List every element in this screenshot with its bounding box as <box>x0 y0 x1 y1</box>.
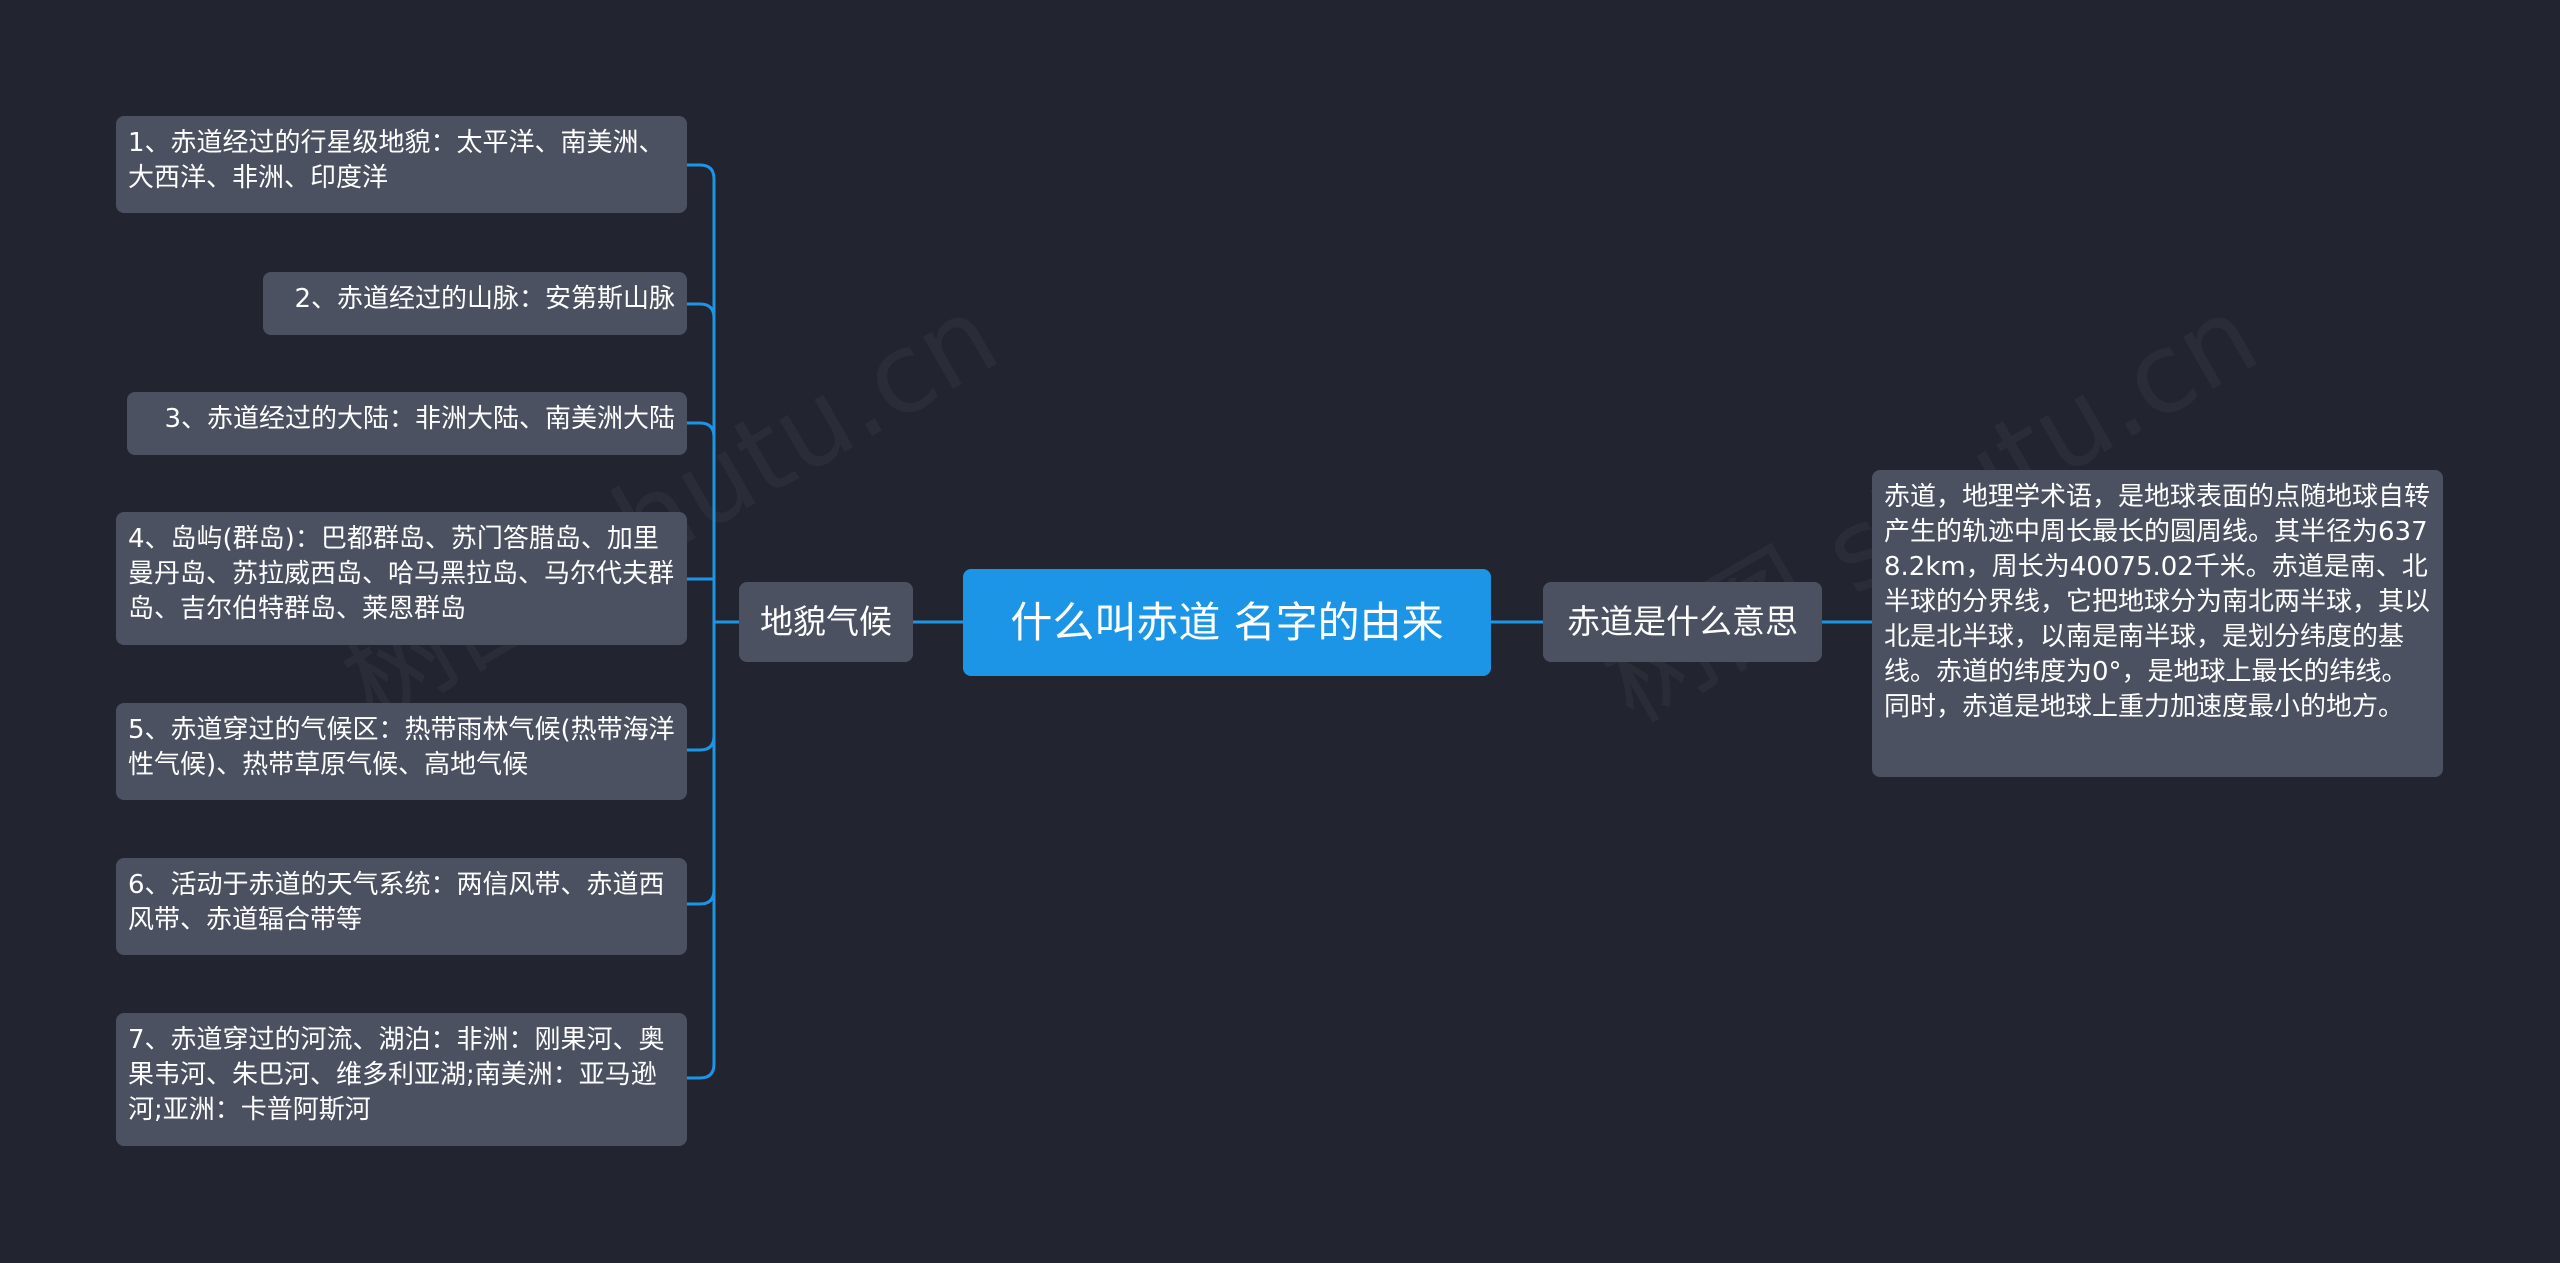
leaf-topic-text: 3、赤道经过的大陆：非洲大陆、南美洲大陆 <box>164 404 675 434</box>
left-leaf-connector <box>687 1063 716 1080</box>
left-leaf-connector <box>687 735 716 752</box>
leaf-topic-text: 4、岛屿(群岛)：巴都群岛、苏门答腊岛、加里曼丹岛、苏拉威西岛、哈马黑拉岛、马尔… <box>128 524 675 624</box>
leaf-topic-text: 赤道，地理学术语，是地球表面的点随地球自转产生的轨迹中周长最长的圆周线。其半径为… <box>1884 482 2431 722</box>
root-topic-label: 什么叫赤道 名字的由来 <box>1010 597 1444 647</box>
leaf-topic[interactable]: 4、岛屿(群岛)：巴都群岛、苏门答腊岛、加里曼丹岛、苏拉威西岛、哈马黑拉岛、马尔… <box>116 512 687 645</box>
leaf-topic[interactable]: 6、活动于赤道的天气系统：两信风带、赤道西风带、赤道辐合带等 <box>116 858 687 955</box>
left-leaf-connector <box>687 421 716 438</box>
branch-topic-landform-climate[interactable]: 地貌气候 <box>739 582 913 662</box>
leaf-topic[interactable]: 5、赤道穿过的气候区：热带雨林气候(热带海洋性气候)、热带草原气候、高地气候 <box>116 703 687 800</box>
leaf-topic-text: 6、活动于赤道的天气系统：两信风带、赤道西风带、赤道辐合带等 <box>128 870 665 935</box>
leaf-topic-text: 1、赤道经过的行星级地貌：太平洋、南美洲、大西洋、非洲、印度洋 <box>128 128 665 193</box>
leaf-topic-text: 2、赤道经过的山脉：安第斯山脉 <box>294 284 675 314</box>
root-topic[interactable]: 什么叫赤道 名字的由来 <box>963 569 1491 676</box>
leaf-topic-text: 5、赤道穿过的气候区：热带雨林气候(热带海洋性气候)、热带草原气候、高地气候 <box>128 715 675 780</box>
leaf-topic-equator-definition[interactable]: 赤道，地理学术语，是地球表面的点随地球自转产生的轨迹中周长最长的圆周线。其半径为… <box>1872 470 2443 777</box>
leaf-topic[interactable]: 3、赤道经过的大陆：非洲大陆、南美洲大陆 <box>127 392 687 455</box>
leaf-topic-text: 7、赤道穿过的河流、湖泊：非洲：刚果河、奥果韦河、朱巴河、维多利亚湖;南美洲：亚… <box>128 1025 665 1125</box>
left-leaf-connector <box>687 302 716 319</box>
leaf-topic[interactable]: 1、赤道经过的行星级地貌：太平洋、南美洲、大西洋、非洲、印度洋 <box>116 116 687 213</box>
left-leaf-connector <box>687 889 716 906</box>
branch-topic-equator-meaning[interactable]: 赤道是什么意思 <box>1543 582 1822 662</box>
left-leaf-connector <box>687 163 716 180</box>
leaf-topic[interactable]: 2、赤道经过的山脉：安第斯山脉 <box>263 272 687 335</box>
branch-topic-label: 赤道是什么意思 <box>1567 602 1798 641</box>
leaf-topic[interactable]: 7、赤道穿过的河流、湖泊：非洲：刚果河、奥果韦河、朱巴河、维多利亚湖;南美洲：亚… <box>116 1013 687 1146</box>
branch-topic-label: 地貌气候 <box>760 602 892 641</box>
